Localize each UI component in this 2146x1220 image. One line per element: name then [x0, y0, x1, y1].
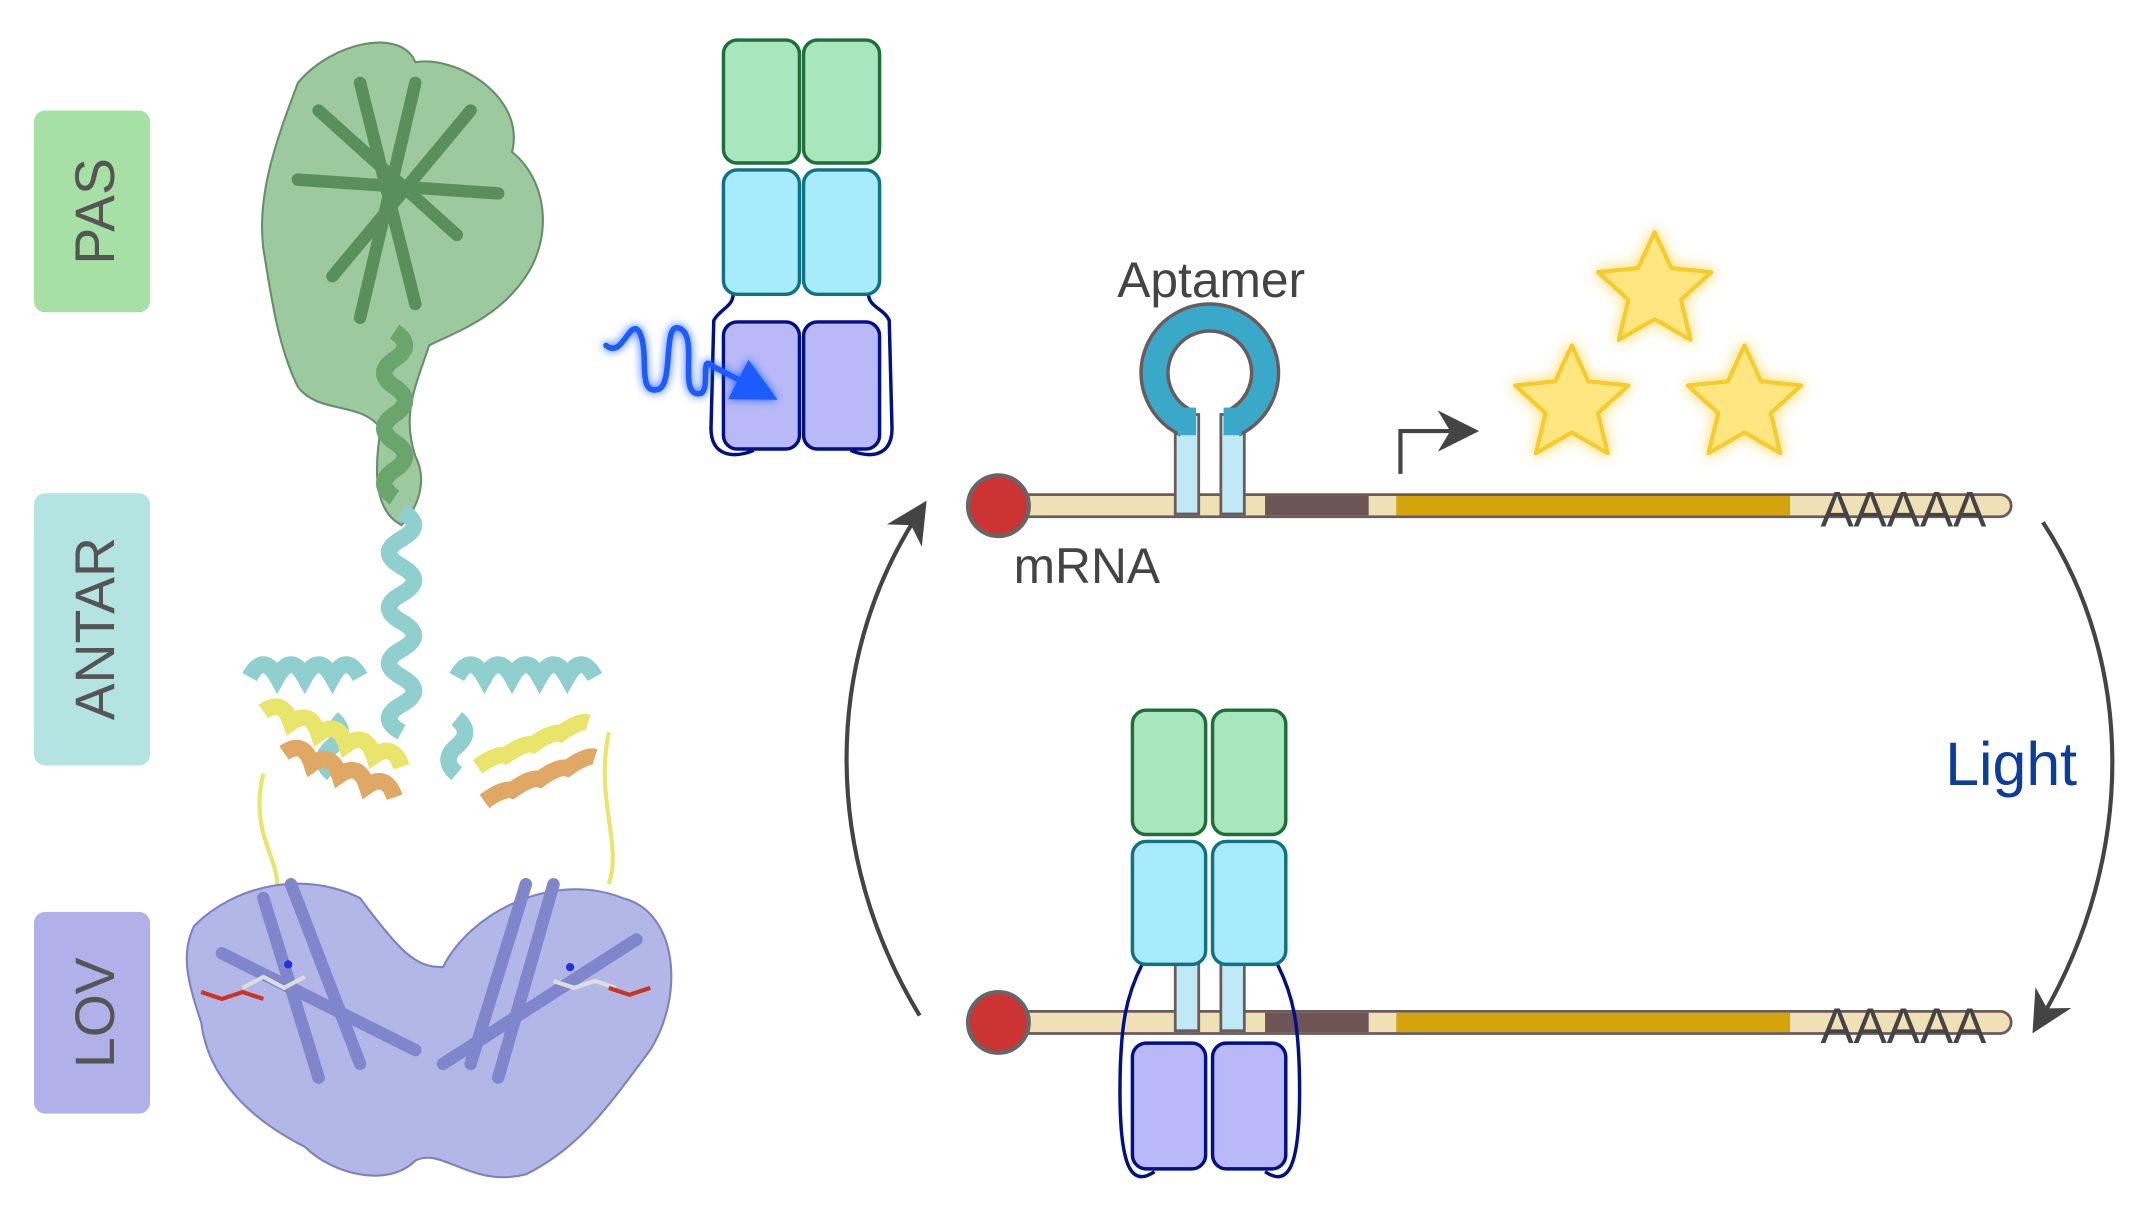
lov-label-text: LOV [64, 957, 126, 1068]
five-prime-cap [965, 473, 1031, 539]
pas-label: PAS [33, 110, 151, 313]
bottom-dimer [1118, 708, 1302, 1179]
bottom-green-block-left [1130, 708, 1208, 837]
top-mrna: AAAAA Aptamer mRNA [965, 252, 2013, 594]
bottom-mrna: AAAAA [965, 951, 2013, 1055]
cds-segment [1396, 496, 1791, 516]
protein-structure [185, 41, 673, 1179]
cycle-arrow-right-icon [2032, 521, 2115, 1034]
top-cyan-block-left [721, 168, 802, 297]
top-cyan-block-right [801, 168, 882, 297]
polya-tail: AAAAA [1820, 998, 1987, 1054]
cycle-arrow-left-icon [844, 500, 927, 1017]
jalpha-helix-structure [257, 698, 615, 885]
bottom-cyan-block-right [1210, 839, 1288, 967]
translation-start-arrow-icon [1398, 410, 1480, 474]
rbs-segment [1265, 1012, 1369, 1033]
cds-segment [1396, 1012, 1791, 1033]
top-green-block-right [801, 38, 882, 165]
top-green-block-left [721, 38, 802, 165]
bottom-linker-outline [1118, 963, 1302, 1179]
bottom-blue-block-left [1130, 1041, 1208, 1171]
fmn-chromophore [200, 960, 651, 1002]
rbs-segment [1265, 496, 1369, 516]
top-linker-outline [709, 294, 894, 457]
bottom-blue-block-right [1210, 1041, 1288, 1171]
pas-label-text: PAS [64, 158, 126, 264]
lov-domain-structure [185, 878, 673, 1179]
star-icon [1595, 230, 1714, 342]
aptamer-label: Aptamer [1117, 252, 1305, 308]
mrna-label: mRNA [1014, 538, 1161, 594]
aptamer-hairpin [1139, 302, 1281, 516]
top-blue-block-right [801, 320, 882, 451]
product-stars [1513, 230, 1804, 456]
antar-label: ANTAR [33, 493, 151, 766]
bottom-green-block-right [1210, 708, 1288, 837]
star-icon [1513, 343, 1631, 456]
five-prime-cap [965, 989, 1031, 1055]
bottom-cyan-block-left [1130, 839, 1208, 967]
lov-label: LOV [33, 911, 151, 1114]
star-icon [1685, 343, 1804, 456]
light-label: Light [1945, 730, 2077, 798]
top-blue-block-left [721, 320, 802, 451]
pas-domain-structure [260, 41, 544, 527]
antar-label-text: ANTAR [64, 537, 126, 720]
top-dimer [709, 38, 894, 457]
light-wave-icon [603, 324, 778, 400]
polya-tail: AAAAA [1820, 481, 1987, 537]
